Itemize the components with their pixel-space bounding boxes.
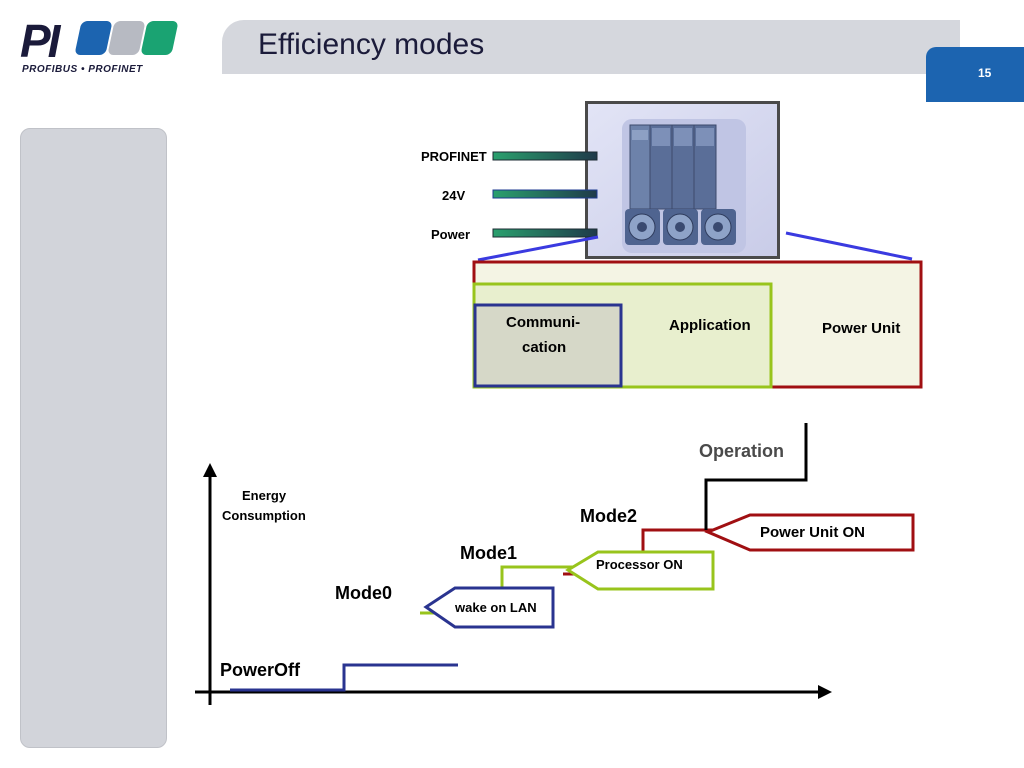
step-poweroff: [230, 663, 458, 692]
wake-on-lan-label: wake on LAN: [455, 600, 537, 615]
state-mode0: Mode0: [335, 583, 393, 603]
application-label: Application: [669, 317, 751, 334]
state-mode1: Mode1: [460, 543, 518, 563]
communication-block: [473, 303, 623, 388]
callout-power-unit-on: [704, 513, 915, 552]
logo-pi-text: PI: [20, 15, 61, 67]
processor-on-label: Processor ON: [596, 557, 683, 572]
y-axis-label-line2: Consumption: [222, 508, 306, 523]
y-axis-label-line1: Energy: [242, 488, 287, 503]
logo-subtitle: PROFIBUS • PROFINET: [22, 64, 143, 75]
power-unit-label: Power Unit: [822, 320, 901, 337]
device-image: [585, 101, 780, 259]
state-operation: Operation: [699, 441, 785, 461]
y-axis-arrow: [203, 463, 217, 477]
power-cable: [492, 228, 598, 238]
callout-wake-on-lan: [423, 586, 555, 629]
page-title: Efficiency modes: [258, 28, 485, 61]
power-label: Power: [431, 227, 471, 242]
page-number-badge: [926, 47, 1024, 102]
power-unit-on-label: Power Unit ON: [760, 524, 866, 541]
profinet-label: PROFINET: [421, 149, 487, 164]
zoom-line-right: [785, 231, 913, 261]
zoom-line-left: [477, 235, 599, 262]
communication-label-line1: Communi-: [506, 314, 581, 331]
page-number: 15: [978, 66, 992, 80]
profibus-profinet-logo: PI PROFIBUS • PROFINET: [20, 15, 179, 80]
step-operation: [704, 423, 808, 530]
callout-processor-on: [565, 550, 715, 591]
24v-label: 24V: [442, 188, 466, 203]
step-mode2: [641, 528, 720, 552]
x-axis-arrow: [818, 685, 832, 699]
communication-label-line2: cation: [522, 339, 567, 356]
state-poweroff: PowerOff: [220, 660, 301, 680]
24v-cable: [492, 189, 598, 199]
side-panel: [20, 128, 167, 748]
profinet-cable: [492, 151, 598, 161]
title-bar: [222, 20, 960, 74]
state-mode2: Mode2: [580, 506, 638, 526]
